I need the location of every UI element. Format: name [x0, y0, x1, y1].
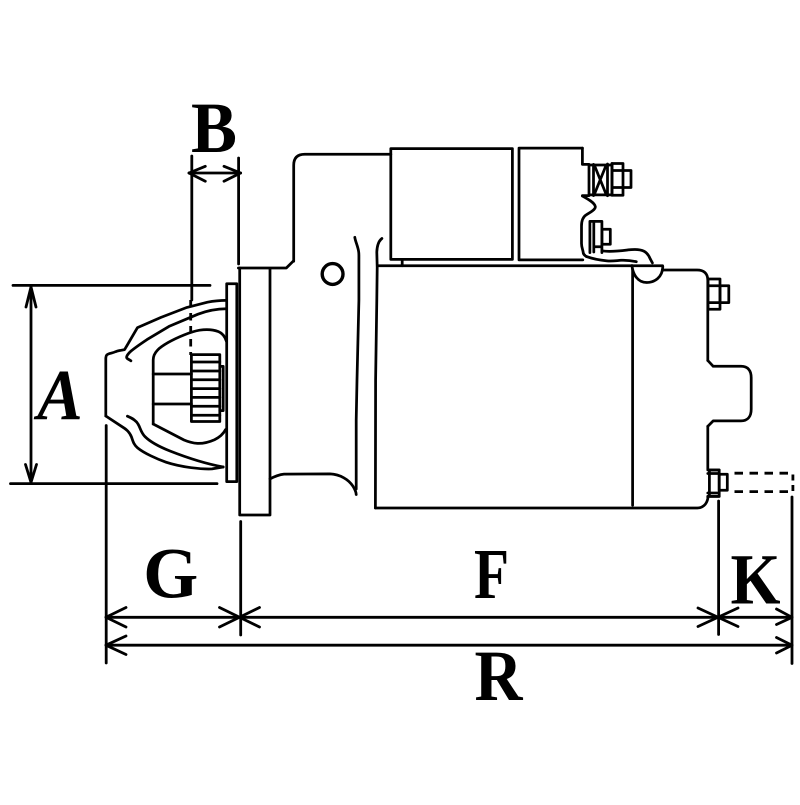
svg-text:F: F — [474, 534, 509, 614]
svg-text:B: B — [191, 88, 237, 168]
svg-text:A: A — [33, 356, 82, 436]
svg-text:K: K — [731, 540, 781, 620]
svg-text:G: G — [143, 533, 198, 613]
svg-text:R: R — [475, 636, 524, 716]
